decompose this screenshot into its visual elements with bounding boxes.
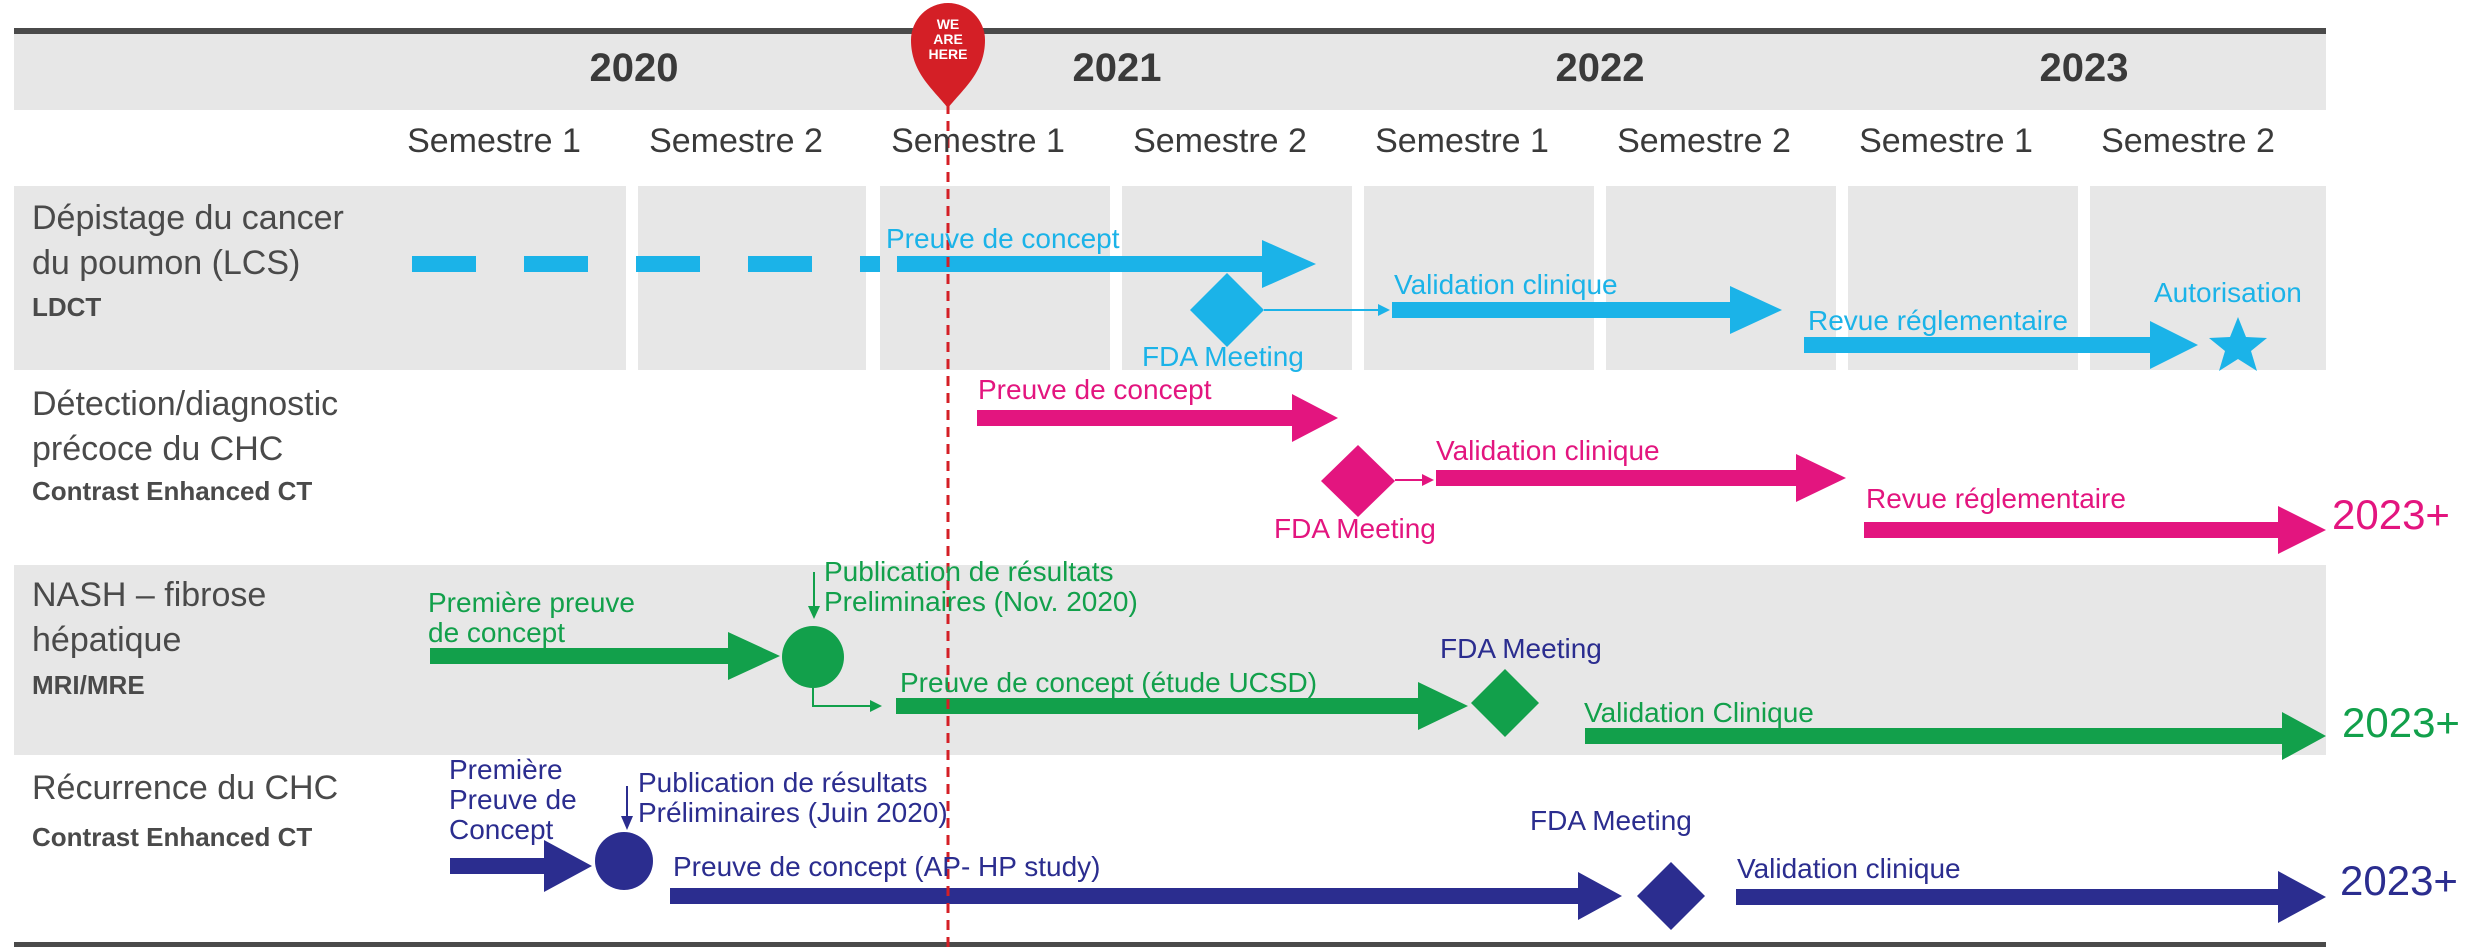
- nash-fda-label: FDA Meeting: [1440, 633, 1602, 664]
- chc-review-arrow: [1864, 506, 2326, 554]
- lcs-fda-label: FDA Meeting: [1142, 341, 1304, 372]
- nash-proof-label: Preuve de concept (étude UCSD): [900, 667, 1318, 698]
- row-title-nash: NASH – fibrose hépatique: [32, 576, 267, 659]
- nash-pub-pointer-head: [808, 606, 820, 619]
- lcs-validation-arrow: [1392, 286, 1782, 334]
- semester-label: Semestre 2: [2101, 122, 2275, 160]
- row-title-chc-detection: Détection/diagnostic précoce du CHC: [32, 385, 339, 468]
- lcs-review-label: Revue réglementaire: [1808, 305, 2068, 336]
- chc-validation-label: Validation clinique: [1436, 435, 1660, 466]
- row-title-recurrence: Récurrence du CHC: [32, 769, 339, 807]
- rec-validation-label: Validation clinique: [1737, 853, 1961, 884]
- rec-pub-circle: [595, 832, 653, 890]
- rec-validation-arrow: [1736, 871, 2326, 923]
- lcs-connector-head: [1378, 304, 1390, 316]
- rec-fda-label: FDA Meeting: [1530, 805, 1692, 836]
- semester-label: Semestre 2: [1617, 122, 1791, 160]
- nash-connector-head: [870, 700, 882, 712]
- semester-label: Semestre 2: [1133, 122, 1307, 160]
- rec-proof-arrow: [670, 872, 1622, 920]
- rec-proof-label: Preuve de concept (AP- HP study): [673, 851, 1101, 882]
- row-subtitle-lcs: LDCT: [32, 292, 102, 322]
- lcs-review-arrow: [1804, 321, 2198, 369]
- row-subtitle-chc-detection: Contrast Enhanced CT: [32, 476, 313, 506]
- nash-pub-label: Publication de résultats Preliminaires (…: [824, 556, 1138, 617]
- rec-pub-label: Publication de résultats Préliminaires (…: [638, 767, 948, 828]
- row-title-lcs: Dépistage du cancer du poumon (LCS): [32, 199, 344, 282]
- year-2022: 2022: [1555, 46, 1645, 90]
- year-2023: 2023: [2039, 46, 2129, 90]
- lcs-dashed-line: [412, 256, 880, 272]
- rec-fda-diamond: [1637, 862, 1705, 930]
- nash-first-label: Première preuve de concept: [428, 587, 635, 648]
- header-top-rule: [14, 28, 2326, 34]
- semester-label: Semestre 2: [649, 122, 823, 160]
- chc-proof-arrow: [977, 394, 1338, 442]
- rec-2023-plus-label: 2023+: [2340, 857, 2458, 904]
- lcs-fda-diamond: [1190, 273, 1264, 347]
- lcs-proof-label: Preuve de concept: [886, 223, 1120, 254]
- lcs-validation-label: Validation clinique: [1394, 269, 1618, 300]
- chc-fda-diamond: [1321, 445, 1395, 517]
- row-lcs-panels: [14, 186, 2326, 370]
- rec-pub-pointer-head: [621, 816, 633, 830]
- header-year-band: [14, 34, 2326, 110]
- lcs-star-icon: [2209, 317, 2267, 371]
- chc-fda-label: FDA Meeting: [1274, 513, 1436, 544]
- nash-fda-diamond: [1471, 669, 1539, 737]
- semester-label: Semestre 1: [1859, 122, 2033, 160]
- chc-2023-plus-label: 2023+: [2332, 491, 2450, 538]
- year-2020: 2020: [589, 46, 679, 90]
- chc-proof-label: Preuve de concept: [978, 374, 1212, 405]
- lcs-autorisation-label: Autorisation: [2154, 277, 2302, 308]
- chc-validation-arrow: [1436, 454, 1846, 502]
- semester-label: Semestre 1: [1375, 122, 1549, 160]
- bottom-rule: [14, 942, 2326, 947]
- nash-connector: [812, 688, 872, 707]
- nash-pub-circle: [782, 626, 844, 688]
- chc-review-label: Revue réglementaire: [1866, 483, 2126, 514]
- nash-first-arrow: [430, 632, 780, 680]
- row-subtitle-nash: MRI/MRE: [32, 670, 145, 700]
- row-nash-band: [14, 565, 2326, 755]
- nash-proof-arrow: [896, 682, 1468, 730]
- map-pin-icon: [911, 3, 985, 108]
- chc-connector-head: [1422, 474, 1434, 486]
- row-subtitle-recurrence: Contrast Enhanced CT: [32, 822, 313, 852]
- rec-first-arrow: [450, 840, 592, 892]
- nash-2023-plus-label: 2023+: [2342, 699, 2460, 746]
- rec-first-label: Première Preuve de Concept: [449, 754, 577, 845]
- semester-label: Semestre 1: [891, 122, 1065, 160]
- nash-validation-label: Validation Clinique: [1584, 697, 1814, 728]
- semester-label: Semestre 1: [407, 122, 581, 160]
- year-2021: 2021: [1072, 46, 1162, 90]
- lcs-proof-arrow: [897, 240, 1316, 288]
- nash-validation-arrow: [1585, 712, 2326, 760]
